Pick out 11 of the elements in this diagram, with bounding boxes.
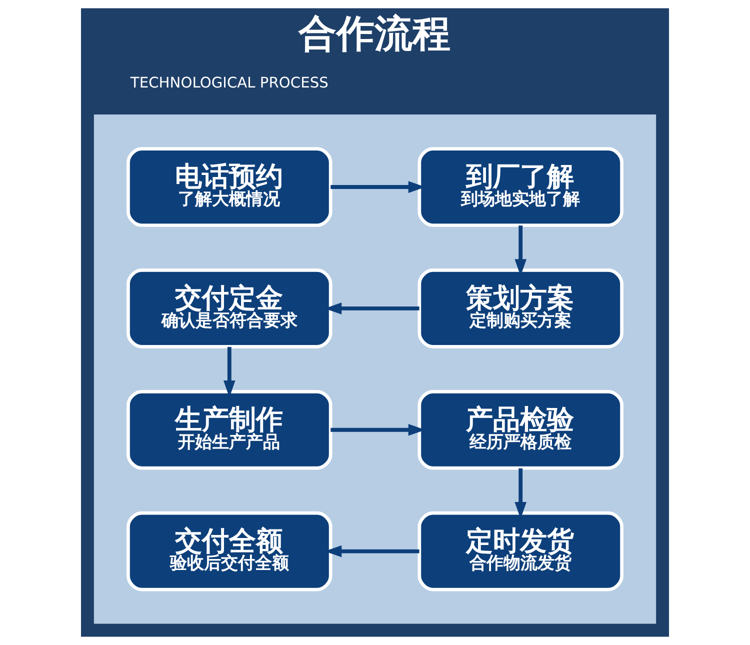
node-box: 产品检验 经历严格质检 [418,390,624,470]
label: TECHNOLOGICAL PROCESS [130,74,328,92]
node-box: 到厂了解 到场地实地了解 [418,147,624,227]
node-box: 交付定金 确认是否符合要求 [126,268,332,348]
node-box: 交付全额 验收后交付全额 [126,511,332,592]
node-box: 定时发货 合作物流发货 [418,511,624,592]
diagram-title: 合作流程 [298,12,451,57]
node-box: 电话预约 了解大概情况 [126,147,332,227]
node-box: 策划方案 定制购买方案 [418,268,624,348]
cluster [94,114,656,624]
node-box: 生产制作 开始生产产品 [126,390,332,470]
